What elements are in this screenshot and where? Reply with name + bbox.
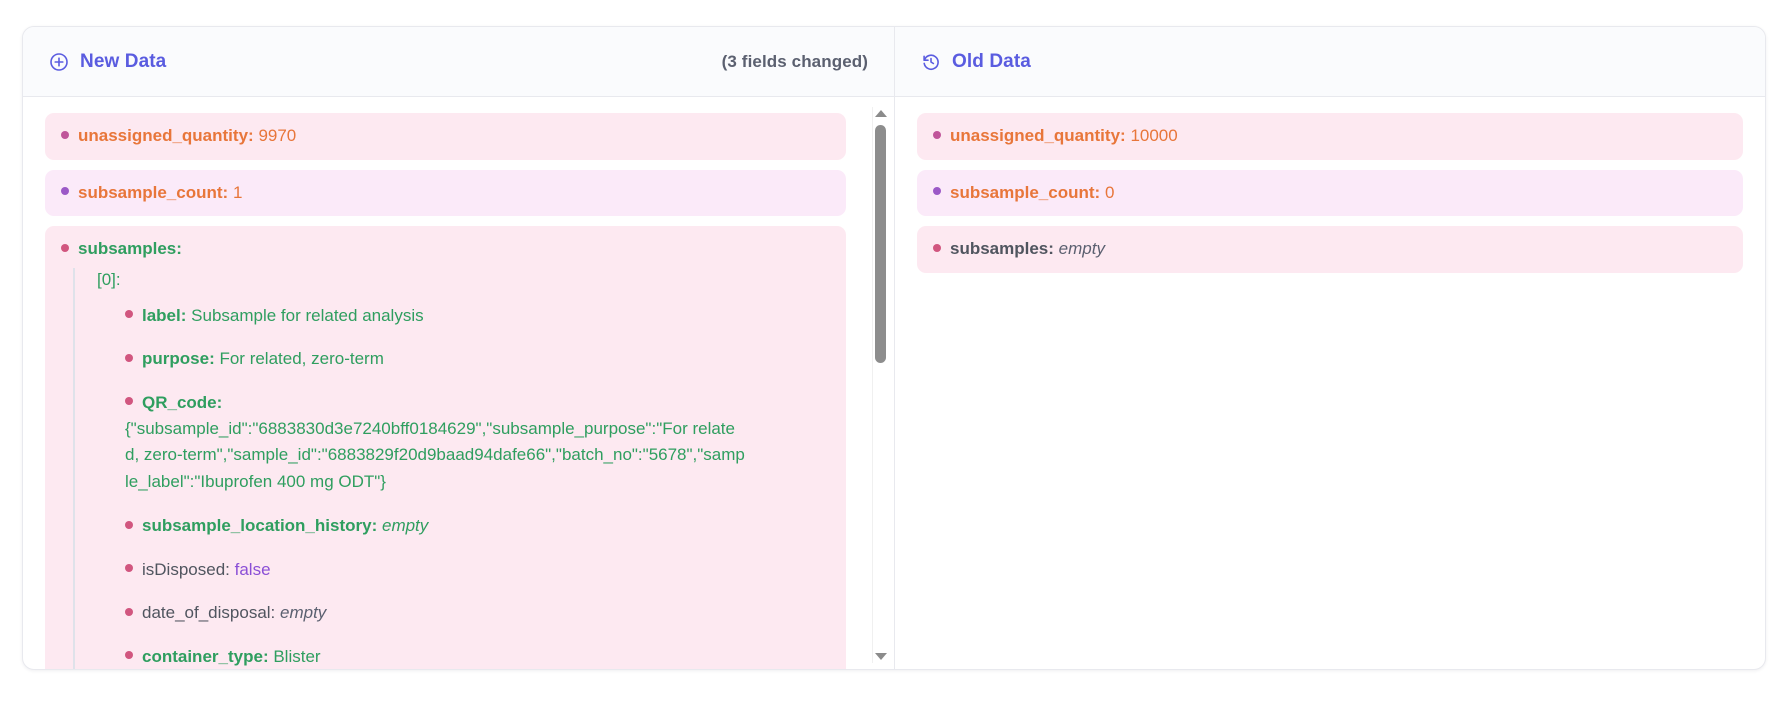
- clock-rewind-icon: [921, 52, 941, 72]
- new-data-scrollbar[interactable]: [872, 107, 888, 663]
- old-data-panel: Old Data unassigned_quantity: 10000 subs…: [895, 27, 1765, 669]
- new-data-title: New Data: [80, 50, 167, 72]
- field-value: 0: [1104, 182, 1115, 202]
- field-value: 10000: [1130, 126, 1178, 145]
- scroll-up-arrow-icon[interactable]: [874, 107, 887, 120]
- scrollbar-thumb[interactable]: [875, 125, 886, 363]
- scroll-down-arrow-icon[interactable]: [874, 650, 887, 663]
- subsample-field-container-type: container_type: Blister: [125, 644, 830, 669]
- field-value: false: [234, 559, 271, 579]
- new-data-title-group: New Data: [49, 51, 166, 73]
- subsamples-key-line: subsamples:: [61, 237, 830, 262]
- bullet-icon: [125, 651, 133, 660]
- subsample-field-date-of-disposal: date_of_disposal: empty: [125, 600, 830, 626]
- old-data-rows: unassigned_quantity: 10000 subsample_cou…: [895, 113, 1765, 273]
- bullet-icon: [933, 243, 941, 252]
- subsamples-nested-group: [0]: label: Subsample for related analys…: [73, 267, 830, 669]
- subsample-field-is-disposed: isDisposed: false: [125, 557, 830, 583]
- field-key: subsample_location_history: [142, 516, 372, 536]
- old-data-title: Old Data: [952, 50, 1031, 72]
- bullet-icon: [125, 564, 133, 573]
- bullet-icon: [61, 187, 69, 196]
- field-value: empty: [280, 603, 327, 623]
- field-key: unassigned_quantity: [950, 126, 1121, 145]
- field-value: For related, zero-term: [219, 349, 384, 369]
- bullet-icon: [61, 130, 69, 139]
- field-key: subsample_count: [78, 182, 223, 202]
- diff-row-subsamples: subsamples: [0]: label: Subsample for re…: [45, 226, 846, 669]
- fields-changed-count: (3 fields changed): [721, 51, 868, 71]
- subsample-field-location-history: subsample_location_history: empty: [125, 513, 830, 539]
- new-data-header: New Data (3 fields changed): [23, 27, 894, 97]
- field-key: subsamples: [950, 239, 1049, 259]
- field-value: empty: [381, 516, 429, 536]
- old-data-title-group: Old Data: [921, 51, 1031, 73]
- subsample-field-qr-code: QR_code: {"subsample_id":"6883830d3e7240…: [125, 390, 830, 496]
- bullet-icon: [933, 187, 941, 196]
- field-key: date_of_disposal: [142, 603, 271, 623]
- field-value: Subsample for related analysis: [191, 305, 424, 325]
- diff-row-subsample-count-old: subsample_count: 0: [917, 169, 1743, 217]
- field-key: purpose: [142, 349, 210, 369]
- bullet-icon: [125, 520, 133, 529]
- diff-row-unassigned-quantity: unassigned_quantity: 9970: [45, 113, 846, 160]
- field-key: container_type: [142, 646, 263, 666]
- old-data-header: Old Data: [895, 27, 1765, 97]
- diff-viewer: New Data (3 fields changed) unassigned_q…: [22, 26, 1766, 670]
- array-index-label: [0]:: [97, 269, 121, 289]
- new-data-panel: New Data (3 fields changed) unassigned_q…: [23, 27, 895, 669]
- field-key: isDisposed: [142, 559, 226, 579]
- field-key: label: [142, 305, 181, 325]
- subsample-field-purpose: purpose: For related, zero-term: [125, 346, 830, 372]
- bullet-icon: [125, 310, 133, 319]
- plus-circle-icon: [49, 52, 69, 72]
- new-data-rows: unassigned_quantity: 9970 subsample_coun…: [23, 113, 868, 669]
- diff-row-unassigned-quantity-old: unassigned_quantity: 10000: [917, 113, 1743, 160]
- field-value: 1: [232, 182, 243, 202]
- subsample-field-list: label: Subsample for related analysis pu…: [97, 303, 830, 669]
- field-value: 9970: [258, 126, 297, 145]
- diff-row-subsamples-old: subsamples: empty: [917, 226, 1743, 273]
- field-key: subsample_count: [950, 182, 1095, 202]
- bullet-icon: [61, 243, 69, 252]
- bullet-icon: [933, 130, 941, 139]
- subsample-field-label: label: Subsample for related analysis: [125, 303, 830, 329]
- new-data-body[interactable]: unassigned_quantity: 9970 subsample_coun…: [23, 97, 894, 669]
- field-key: QR_code: [142, 392, 217, 412]
- bullet-icon: [125, 353, 133, 362]
- field-key: unassigned_quantity: [78, 126, 249, 145]
- bullet-icon: [125, 397, 133, 406]
- field-value: Blister: [273, 646, 321, 666]
- old-data-body: unassigned_quantity: 10000 subsample_cou…: [895, 97, 1765, 669]
- field-value: empty: [1058, 239, 1105, 259]
- field-key: subsamples: [78, 239, 177, 259]
- diff-row-subsample-count: subsample_count: 1: [45, 169, 846, 217]
- bullet-icon: [125, 607, 133, 616]
- field-value: {"subsample_id":"6883830d3e7240bff018462…: [125, 419, 745, 491]
